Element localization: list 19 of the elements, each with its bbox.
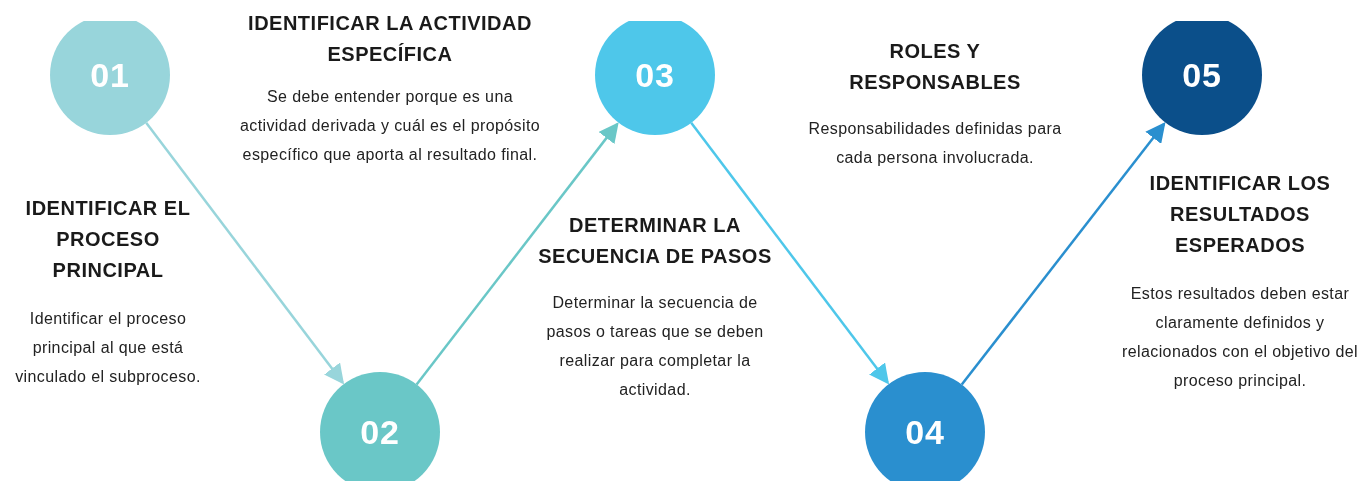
arrow (415, 122, 619, 386)
step-number: 04 (905, 411, 945, 453)
arrow (960, 122, 1166, 386)
step-number: 03 (635, 54, 675, 96)
step-heading: IDENTIFICAR LOS RESULTADOS ESPERADOS (1148, 171, 1332, 258)
step-description: Estos resultados deben estar claramente definidos y relacionados con el objetivo del proceso principal. (1120, 284, 1360, 391)
step-heading: ROLES Y RESPONSABLES (848, 39, 1022, 95)
step-number: 05 (1182, 54, 1222, 96)
step-description: Determinar la secuencia de pasos o tareas que se deben realizar para completar la actividad. (545, 293, 765, 400)
step-description: Identificar el proceso principal al que está vinculado el subproceso. (14, 309, 202, 387)
arrow (145, 122, 345, 385)
step-heading: DETERMINAR LA SECUENCIA DE PASOS (537, 213, 773, 269)
step-number: 01 (90, 54, 130, 96)
step-heading: IDENTIFICAR LA ACTIVIDAD ESPECÍFICA (247, 11, 533, 67)
step-number: 02 (360, 411, 400, 453)
step-heading: IDENTIFICAR EL PROCESO PRINCIPAL (24, 196, 192, 283)
arrow (690, 122, 890, 385)
step-description: Se debe entender porque es una actividad derivada y cuál es el propósito específico que aporta al resultado final. (238, 87, 542, 165)
step-description: Responsabilidades definidas para cada persona involucrada. (807, 119, 1063, 168)
